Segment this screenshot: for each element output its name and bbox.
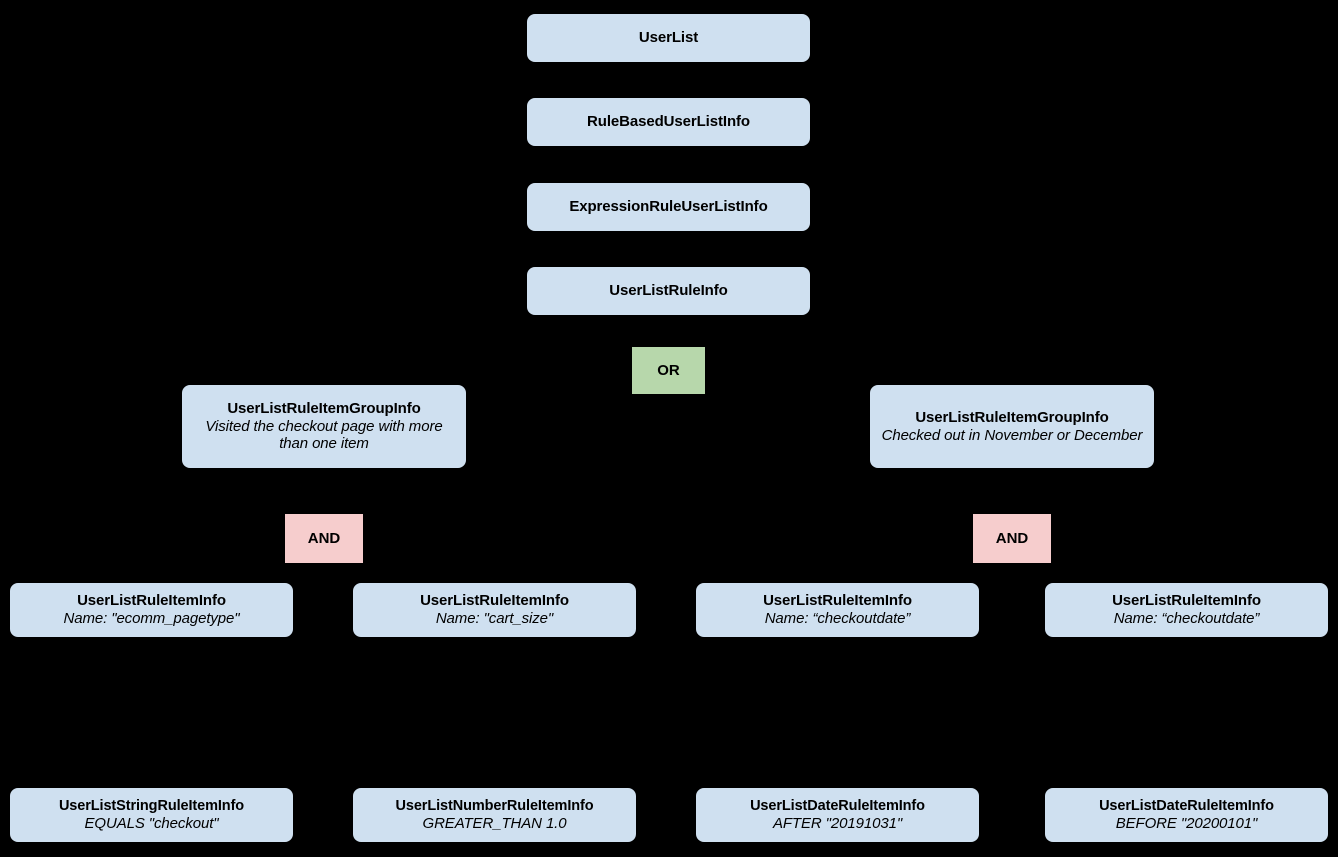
ruleitem-title: UserListRuleItemInfo [1112,592,1261,610]
ruleitem-title: UserListRuleItemInfo [420,592,569,610]
node-group-right[interactable]: UserListRuleItemGroupInfo Checked out in… [870,385,1154,468]
ruleitem-description: Name: "cart_size" [435,610,554,627]
group-description: Visited the checkout page with more than… [205,417,443,453]
operator-and-right[interactable]: AND [973,514,1051,563]
node-leaf-number-rule[interactable]: UserListNumberRuleItemInfo GREATER_THAN … [353,788,636,842]
group-title: UserListRuleItemGroupInfo [227,399,421,417]
node-ruleitem-checkoutdate-after[interactable]: UserListRuleItemInfo Name: “checkoutdate… [696,583,979,637]
node-ruleitem-ecomm-pagetype[interactable]: UserListRuleItemInfo Name: "ecomm_pagety… [10,583,293,637]
ruleitem-title: UserListRuleItemInfo [763,592,912,610]
arrowhead-left-group [315,374,333,385]
node-expressionruleuserlistinfo[interactable]: ExpressionRuleUserListInfo [527,183,810,231]
leaf-description: AFTER "20191031" [772,814,903,832]
operator-and-left[interactable]: AND [285,514,363,563]
node-title: UserList [638,29,699,47]
node-title: UserListRuleInfo [609,282,728,300]
leaf-title: UserListDateRuleItemInfo [750,797,925,814]
node-leaf-date-rule-before[interactable]: UserListDateRuleItemInfo BEFORE "2020010… [1045,788,1328,842]
group-title: UserListRuleItemGroupInfo [915,408,1109,426]
node-ruleitem-cart-size[interactable]: UserListRuleItemInfo Name: "cart_size" [353,583,636,637]
operator-and-right-label: AND [995,529,1029,547]
node-userlist[interactable]: UserList [527,14,810,62]
leaf-description: GREATER_THAN 1.0 [422,814,567,832]
leaf-title: UserListDateRuleItemInfo [1099,797,1274,814]
node-title: ExpressionRuleUserListInfo [569,198,768,216]
leaf-description: EQUALS "checkout" [84,814,219,832]
ruleitem-title: UserListRuleItemInfo [77,592,226,610]
node-group-left[interactable]: UserListRuleItemGroupInfo Visited the ch… [182,385,466,468]
arrowhead-right-group [1003,374,1021,385]
leaf-title: UserListStringRuleItemInfo [58,797,245,814]
node-title: RuleBasedUserListInfo [587,113,750,131]
operator-and-left-label: AND [307,529,341,547]
leaf-description: BEFORE "20200101" [1115,814,1258,832]
node-rulebaseduserlistinfo[interactable]: RuleBasedUserListInfo [527,98,810,146]
ruleitem-description: Name: “checkoutdate” [764,610,911,627]
ruleitem-description: Name: "ecomm_pagetype" [63,610,240,627]
group-description: Checked out in November or December [881,426,1143,444]
node-ruleitem-checkoutdate-before[interactable]: UserListRuleItemInfo Name: “checkoutdate… [1045,583,1328,637]
leaf-title: UserListNumberRuleItemInfo [395,797,594,814]
ruleitem-description: Name: “checkoutdate” [1113,610,1260,627]
operator-or[interactable]: OR [632,347,705,394]
operator-or-label: OR [657,361,680,379]
node-leaf-string-rule[interactable]: UserListStringRuleItemInfo EQUALS "check… [10,788,293,842]
node-leaf-date-rule-after[interactable]: UserListDateRuleItemInfo AFTER "20191031… [696,788,979,842]
node-userlistruleinfo[interactable]: UserListRuleInfo [527,267,810,315]
